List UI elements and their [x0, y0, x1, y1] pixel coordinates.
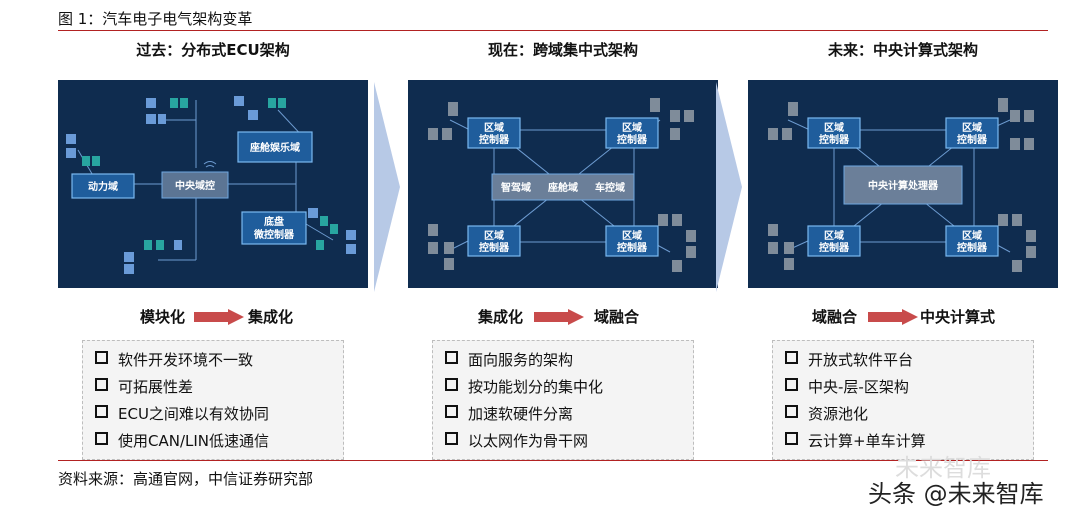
flow-from: 集成化 — [478, 308, 524, 326]
right-arrow-icon — [534, 309, 584, 325]
checkbox-icon — [445, 351, 458, 364]
column-heading: 现在：跨域集中式架构 — [487, 41, 638, 59]
right-arrow-icon — [868, 309, 918, 325]
stage-arrow-icon — [374, 82, 400, 292]
list-item: 中央-层-区架构 — [785, 376, 909, 397]
zone-controller-label: 控制器 — [479, 133, 510, 146]
right-arrow-icon — [194, 309, 244, 325]
top-rule — [58, 30, 1048, 31]
zone-controller-label: 控制器 — [957, 241, 988, 254]
list-item: 开放式软件平台 — [785, 349, 913, 370]
watermark: 头条 @未来智库 — [868, 480, 1044, 508]
list-item: 资源池化 — [785, 403, 868, 424]
zone-controller-label: 区域 — [824, 229, 844, 242]
flow-to: 集成化 — [248, 308, 294, 326]
list-item: 按功能划分的集中化 — [445, 376, 603, 397]
zone-controller-label: 区域 — [484, 121, 504, 134]
column-present: 现在：跨域集中式架构 区域 控制器 区域 控制器 区域 控制器 区域 控制器 智 — [408, 38, 718, 460]
distributed-ecu-diagram: 动力域 中央域控 座舱娱乐域 底盘 微控制器 — [66, 96, 356, 274]
checkbox-icon — [445, 378, 458, 391]
characteristics-list: 开放式软件平台 中央-层-区架构 资源池化 云计算+单车计算 — [772, 340, 1034, 460]
list-item: 使用CAN/LIN低速通信 — [95, 430, 269, 451]
checkbox-icon — [785, 378, 798, 391]
list-item: 软件开发环境不一致 — [95, 349, 253, 370]
zone-controller-label: 区域 — [484, 229, 504, 242]
checkbox-icon — [785, 405, 798, 418]
list-item: 面向服务的架构 — [445, 349, 573, 370]
source-note: 资料来源：高通官网，中信证券研究部 — [58, 470, 314, 488]
central-processor: 中央计算处理器 — [868, 179, 939, 192]
list-item: 以太网作为骨干网 — [445, 430, 588, 451]
node-chassis-line1: 底盘 — [264, 215, 284, 228]
column-heading: 未来：中央计算式架构 — [827, 41, 978, 59]
flow-from: 域融合 — [812, 308, 858, 326]
node-cockpit-infotainment: 座舱娱乐域 — [249, 141, 300, 154]
stage-arrow-icon — [716, 82, 742, 292]
domain-adas: 智驾域 — [501, 181, 531, 194]
zone-controller-label: 控制器 — [819, 133, 850, 146]
flow-to: 域融合 — [594, 308, 640, 326]
domain-vehicle-control: 车控域 — [595, 181, 625, 194]
checkbox-icon — [95, 351, 108, 364]
list-item: 加速软硬件分离 — [445, 403, 573, 424]
characteristics-list: 面向服务的架构 按功能划分的集中化 加速软硬件分离 以太网作为骨干网 — [432, 340, 694, 460]
evolution-flow: 域融合 中央计算式 — [748, 296, 1058, 334]
checkbox-icon — [95, 432, 108, 445]
node-chassis-line2: 微控制器 — [253, 228, 295, 241]
central-computing-diagram: 区域 控制器 区域 控制器 区域 控制器 区域 控制器 中央计算处理器 — [768, 98, 1036, 272]
checkbox-icon — [95, 405, 108, 418]
checkbox-icon — [785, 351, 798, 364]
zone-controller-label: 控制器 — [819, 241, 850, 254]
figure-title: 图 1：汽车电子电气架构变革 — [58, 10, 253, 28]
zone-controller-label: 控制器 — [617, 133, 648, 146]
zone-controller-label: 区域 — [824, 121, 844, 134]
column-future: 未来：中央计算式架构 区域 控制器 区域 控制器 区域 控制器 区域 控制器 中 — [748, 38, 1058, 460]
diagram-panel-future: 区域 控制器 区域 控制器 区域 控制器 区域 控制器 中央计算处理器 — [748, 80, 1058, 288]
diagram-panel-present: 区域 控制器 区域 控制器 区域 控制器 区域 控制器 智驾域 座舱域 车控域 — [408, 80, 718, 288]
node-powertrain: 动力域 — [88, 180, 118, 193]
checkbox-icon — [95, 378, 108, 391]
evolution-flow: 模块化 集成化 — [58, 296, 368, 334]
zone-controller-label: 控制器 — [617, 241, 648, 254]
domain-cockpit: 座舱域 — [547, 181, 578, 194]
flow-to: 中央计算式 — [920, 308, 996, 326]
cross-domain-diagram: 区域 控制器 区域 控制器 区域 控制器 区域 控制器 智驾域 座舱域 车控域 — [428, 98, 696, 272]
watermark-faint: 未来智库 — [895, 454, 991, 482]
list-item: ECU之间难以有效协同 — [95, 403, 269, 424]
zone-controller-label: 区域 — [622, 121, 642, 134]
evolution-flow: 集成化 域融合 — [408, 296, 718, 334]
checkbox-icon — [445, 405, 458, 418]
zone-controller-label: 区域 — [622, 229, 642, 242]
diagram-panel-past: 动力域 中央域控 座舱娱乐域 底盘 微控制器 — [58, 80, 368, 288]
checkbox-icon — [445, 432, 458, 445]
bottom-rule — [58, 460, 1048, 461]
zone-controller-label: 控制器 — [479, 241, 510, 254]
characteristics-list: 软件开发环境不一致 可拓展性差 ECU之间难以有效协同 使用CAN/LIN低速通… — [82, 340, 344, 460]
list-item: 可拓展性差 — [95, 376, 193, 397]
column-heading: 过去：分布式ECU架构 — [136, 41, 290, 59]
zone-controller-label: 区域 — [962, 229, 982, 242]
checkbox-icon — [785, 432, 798, 445]
zone-controller-label: 区域 — [962, 121, 982, 134]
flow-from: 模块化 — [140, 308, 186, 326]
node-central-domain: 中央域控 — [175, 179, 215, 192]
list-item: 云计算+单车计算 — [785, 430, 926, 451]
zone-controller-label: 控制器 — [957, 133, 988, 146]
column-past: 过去：分布式ECU架构 动力域 — [58, 38, 368, 460]
